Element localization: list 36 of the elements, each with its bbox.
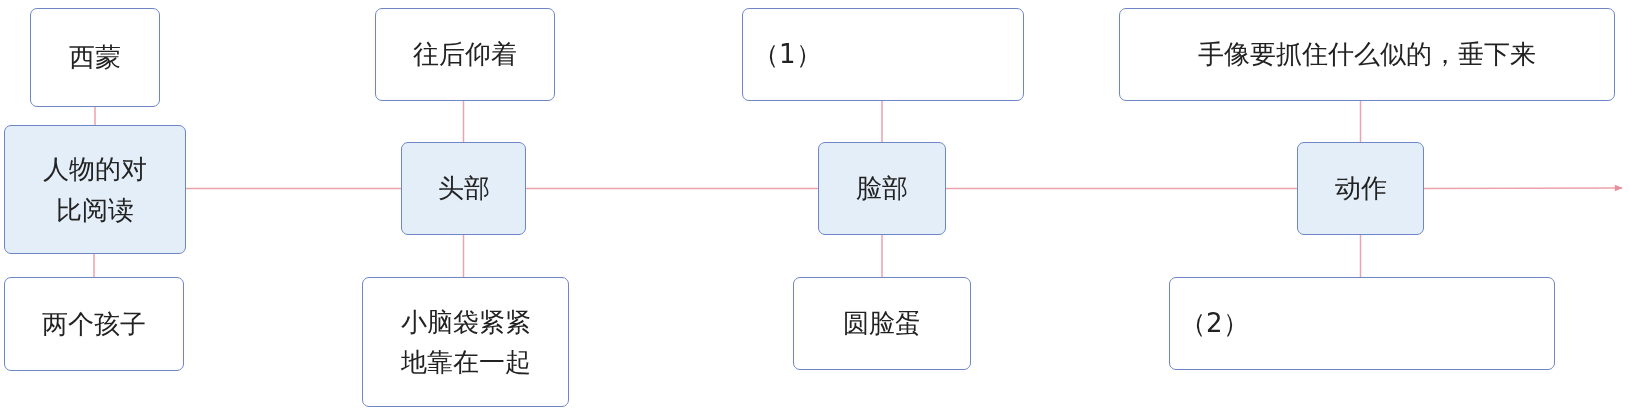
connector-line [525, 187, 819, 190]
text-box [4, 277, 184, 371]
connector-line [1359, 234, 1362, 278]
connector-line [93, 253, 95, 278]
box-text: 动作 [1334, 172, 1387, 206]
box-text: （2） [1180, 307, 1249, 341]
text-box [793, 277, 971, 370]
box-text: （1） [753, 38, 822, 72]
connector-line [185, 187, 402, 190]
connector-line [462, 100, 465, 143]
connector-line [94, 106, 96, 126]
arrow [1423, 184, 1623, 192]
box-text: 头部 [437, 172, 490, 206]
box-text: 往后仰着 [413, 38, 517, 72]
text-box [30, 8, 160, 107]
connector-line [1359, 100, 1362, 143]
text-box [375, 8, 555, 101]
connector-line [945, 187, 1298, 190]
text-box [362, 277, 569, 407]
text-box [1169, 277, 1555, 370]
connector-line [881, 234, 883, 278]
topic-box [4, 125, 186, 254]
text-box [742, 8, 1024, 101]
box-text: 脸部 [856, 172, 908, 206]
topic-box [818, 142, 946, 235]
box-text: 人物的对比阅读 [42, 153, 148, 227]
connector-line [881, 100, 883, 143]
box-text: 手像要抓住什么似的，垂下来 [1198, 38, 1536, 72]
box-text: 两个孩子 [42, 307, 146, 341]
connector-line [462, 234, 465, 278]
text-box [1119, 8, 1615, 101]
topic-box [1297, 142, 1424, 235]
topic-box [401, 142, 526, 235]
box-text: 圆脸蛋 [843, 307, 921, 341]
box-text: 西蒙 [69, 41, 121, 75]
box-text: 小脑袋紧紧地靠在一起 [399, 305, 532, 379]
